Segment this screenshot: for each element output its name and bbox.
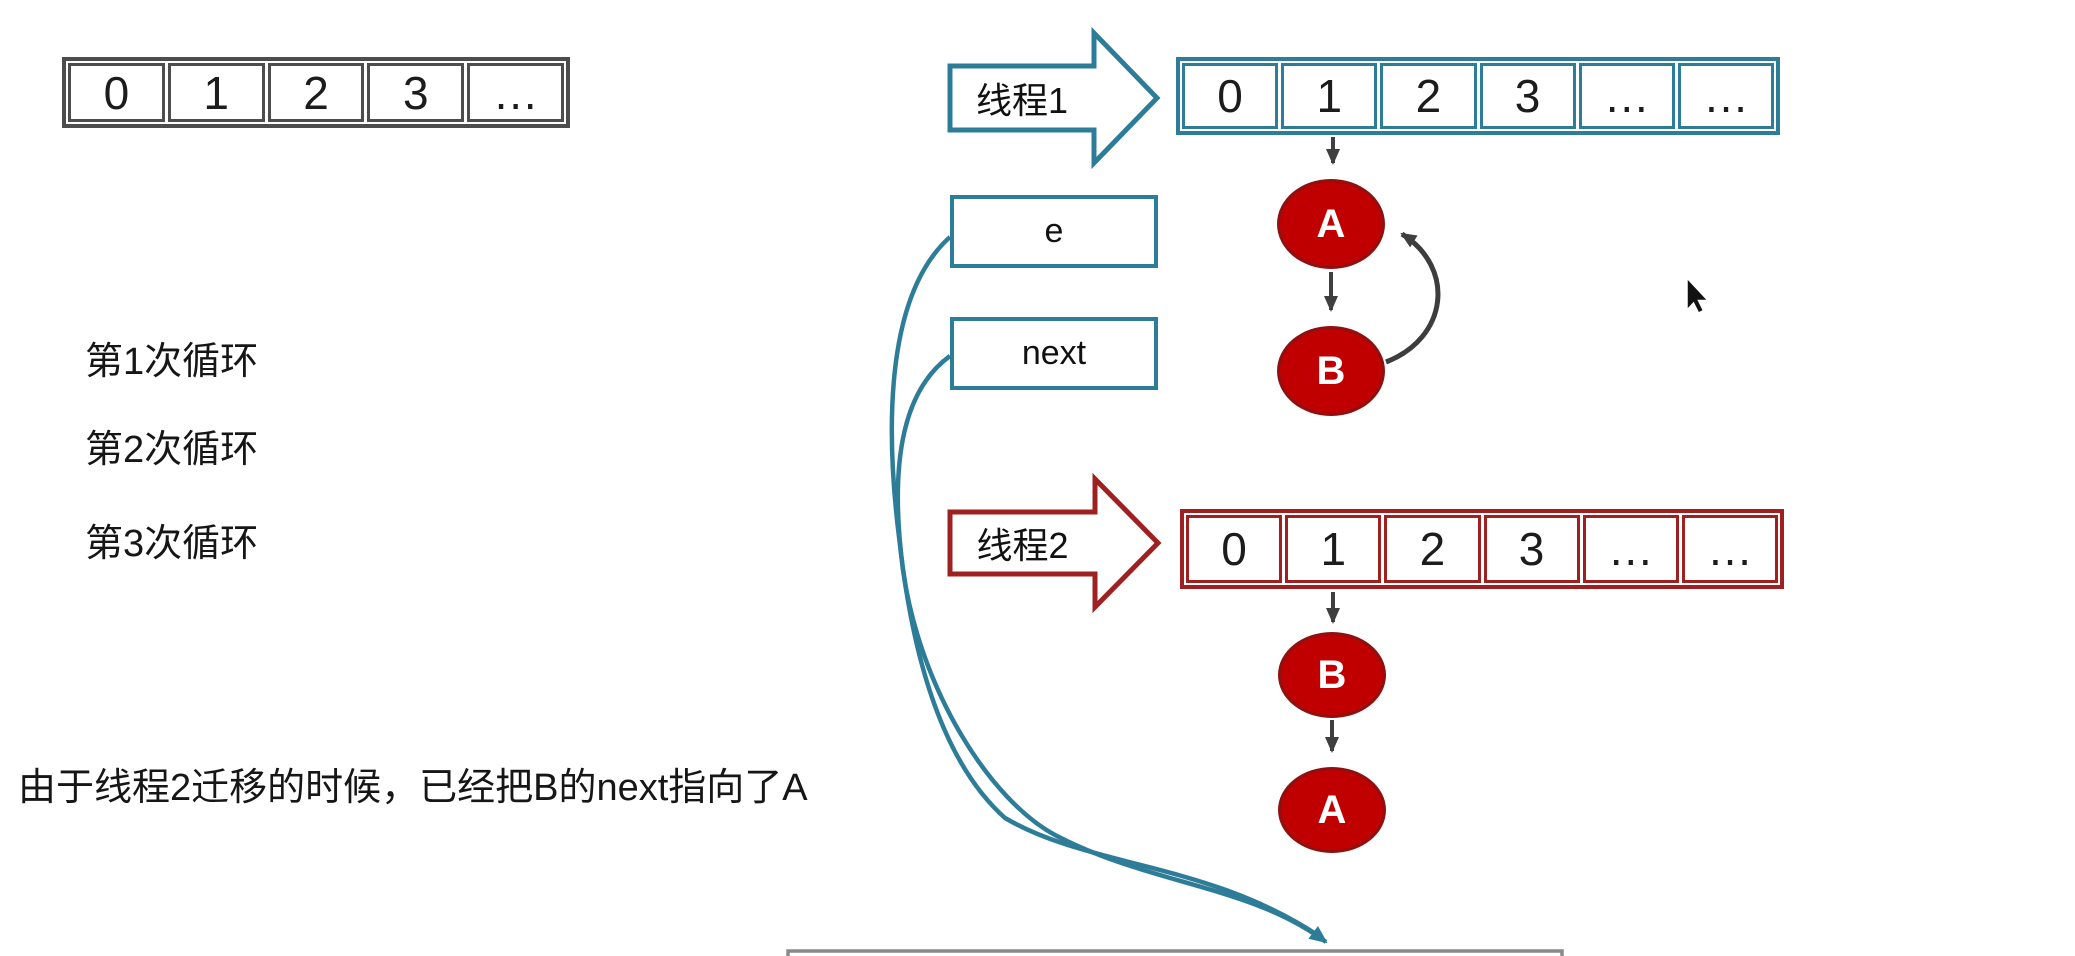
- array-cell-label: 0: [1221, 523, 1247, 575]
- thread1-label: 线程1: [975, 80, 1069, 121]
- array-cell: …: [1582, 515, 1679, 583]
- array-cell-label: …: [1603, 70, 1650, 122]
- mouse-cursor-icon: [1686, 276, 1710, 315]
- array-cell: 1: [1285, 515, 1382, 583]
- array-cell: 1: [1281, 63, 1378, 129]
- array-cell: 3: [1479, 63, 1576, 129]
- loop-label-2: 第2次循环: [85, 429, 259, 471]
- array-cell-label: 2: [303, 66, 329, 119]
- initial-array: 0 1 2 3 …: [62, 57, 570, 128]
- array-cell-label: 0: [103, 66, 130, 119]
- next-pointer-box: next: [950, 317, 1158, 390]
- array-cell-label: …: [1607, 523, 1654, 575]
- pointer-curve-next: [895, 354, 1328, 944]
- array-cell-label: …: [492, 66, 539, 119]
- next-pointer-label: next: [1021, 334, 1087, 372]
- thread1-node-b: B: [1277, 326, 1385, 416]
- e-pointer-box: e: [950, 195, 1158, 268]
- array-cell-label: 2: [1415, 70, 1442, 122]
- array-cell: …: [1677, 63, 1775, 129]
- bottom-clipped-box: [786, 949, 1564, 956]
- loop-arc-b-to-a: [1385, 231, 1441, 365]
- array-cell-label: 1: [203, 66, 229, 119]
- note-text: 由于线程2迁移的时候，已经把B的next指向了A: [18, 767, 808, 809]
- array-cell: 1: [167, 63, 265, 122]
- thread2-label: 线程2: [976, 525, 1069, 566]
- array-cell: …: [467, 63, 564, 122]
- array-cell: 0: [1186, 515, 1283, 583]
- array-cell: 2: [1380, 63, 1477, 129]
- thread2-array: 0 1 2 3 … …: [1180, 509, 1784, 589]
- array-cell-label: 3: [402, 66, 429, 119]
- array-cell: …: [1578, 63, 1675, 129]
- array-cell-label: …: [1702, 70, 1749, 122]
- array-cell-label: 1: [1316, 70, 1343, 122]
- array-cell: 2: [1384, 515, 1481, 583]
- array-cell-label: 0: [1217, 70, 1243, 122]
- array-cell: 0: [68, 63, 165, 122]
- array-cell: 3: [367, 63, 465, 122]
- thread1-array: 0 1 2 3 … …: [1176, 57, 1780, 135]
- array-cell-label: 1: [1320, 523, 1347, 575]
- array-cell: 0: [1182, 63, 1279, 129]
- array-cell-label: 2: [1419, 523, 1446, 575]
- thread1-node-a: A: [1277, 179, 1385, 269]
- array-cell: 3: [1483, 515, 1580, 583]
- array-cell-label: 3: [1514, 70, 1541, 122]
- array-cell-label: …: [1706, 523, 1753, 575]
- loop-label-1: 第1次循环: [85, 341, 259, 383]
- thread2-node-a: A: [1278, 767, 1386, 853]
- array-cell: …: [1681, 515, 1779, 583]
- array-cell-label: 3: [1518, 523, 1545, 575]
- thread2-node-b: B: [1278, 632, 1386, 718]
- e-pointer-label: e: [1044, 212, 1064, 250]
- loop-label-3: 第3次循环: [85, 523, 259, 565]
- array-cell: 2: [267, 63, 365, 122]
